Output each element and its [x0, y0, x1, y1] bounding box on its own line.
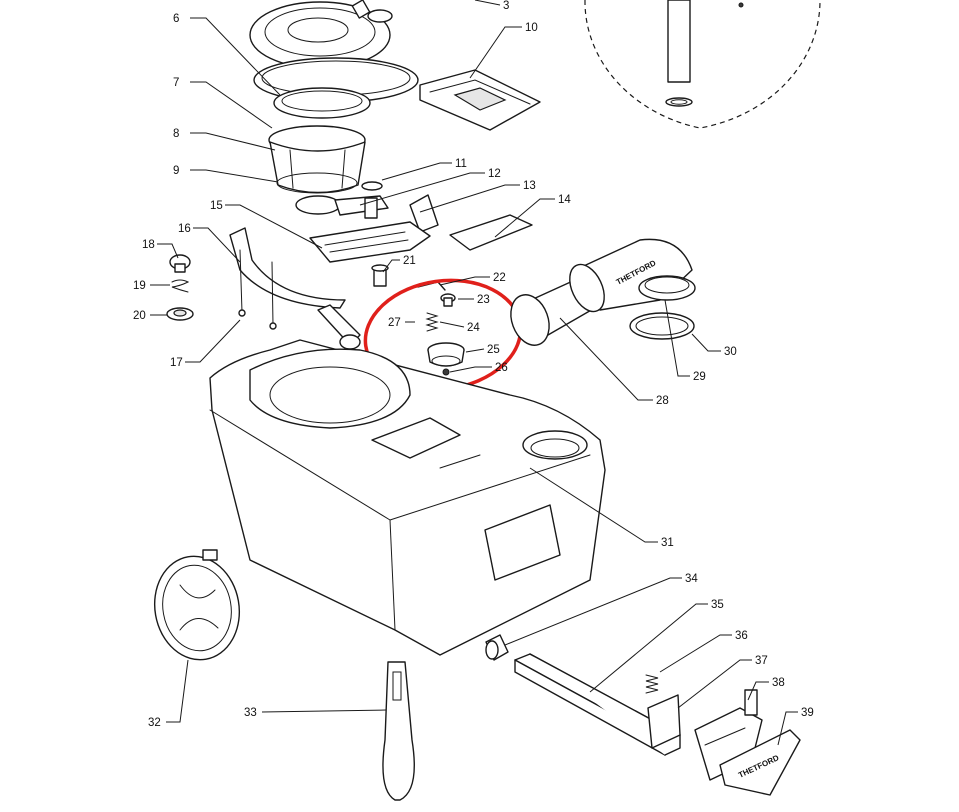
callout-25: 25 [487, 344, 500, 356]
detail-view-circle [584, 0, 821, 129]
leader-18 [157, 243, 179, 259]
callout-34: 34 [685, 573, 698, 585]
leader-15 [225, 204, 323, 249]
callout-24: 24 [467, 322, 480, 334]
callout-21: 21 [403, 255, 416, 267]
callout-labels: 3 6 7 8 9 10 11 12 13 14 15 16 17 18 19 … [133, 0, 814, 729]
leader-17 [185, 319, 241, 363]
leader-35 [589, 603, 708, 693]
callout-26: 26 [495, 362, 508, 374]
leader-30 [691, 333, 721, 352]
leader-28 [559, 317, 653, 401]
callout-7: 7 [173, 77, 179, 89]
callout-36: 36 [735, 630, 748, 642]
spring-part [171, 279, 190, 293]
end-plate-part [647, 694, 681, 749]
callout-15: 15 [210, 200, 223, 212]
valve-part [371, 264, 389, 287]
leader-7 [190, 81, 273, 129]
cover-plate-part: THETFORD [719, 729, 801, 796]
callout-29: 29 [693, 371, 706, 383]
leader-37 [677, 659, 752, 709]
callout-10: 10 [525, 22, 538, 34]
leader-6 [190, 17, 281, 96]
leader-10 [469, 26, 522, 79]
leader-34 [504, 577, 682, 646]
washer-part [166, 307, 194, 321]
callout-31: 31 [661, 537, 674, 549]
leader-36 [659, 634, 732, 673]
callout-3: 3 [503, 0, 509, 12]
bowl-ring-part [268, 125, 366, 194]
callout-23: 23 [477, 294, 490, 306]
callout-27: 27 [388, 317, 401, 329]
leader-25 [465, 348, 485, 353]
callout-18: 18 [142, 239, 155, 251]
callout-32: 32 [148, 717, 161, 729]
callout-30: 30 [724, 346, 737, 358]
callout-38: 38 [772, 677, 785, 689]
callout-22: 22 [493, 272, 506, 284]
top-lid-ring-part [249, 0, 393, 69]
callout-19: 19 [133, 280, 146, 292]
leader-13 [419, 184, 520, 213]
callout-37: 37 [755, 655, 768, 667]
blade-assembly-part [295, 181, 439, 233]
leader-3 [474, 0, 501, 6]
callout-17: 17 [170, 357, 183, 369]
pin-part [442, 368, 450, 376]
leader-22 [439, 276, 490, 286]
control-plate-part [419, 69, 541, 131]
leader-12 [359, 172, 485, 206]
small-cap-part [440, 293, 456, 307]
callout-12: 12 [488, 168, 501, 180]
outlet-pipe-part: THETFORD [510, 238, 696, 346]
leader-26 [449, 366, 492, 373]
pivot-arm-part [317, 304, 361, 350]
callout-8: 8 [173, 128, 179, 140]
rod-spring-part [645, 674, 659, 694]
callout-14: 14 [558, 194, 571, 206]
small-spring-part [425, 312, 439, 332]
leader-24 [439, 321, 465, 328]
callout-20: 20 [133, 310, 146, 322]
callout-35: 35 [711, 599, 724, 611]
callout-6: 6 [173, 13, 179, 25]
leader-29 [664, 299, 690, 377]
callout-13: 13 [523, 180, 536, 192]
seal-collar-part [427, 342, 465, 367]
leader-16 [193, 227, 241, 263]
o-ring-part [629, 312, 695, 340]
callout-28: 28 [656, 395, 669, 407]
leader-21 [382, 259, 400, 273]
lever-plate-part [309, 221, 431, 263]
seal-ring-7-part [273, 87, 371, 119]
slide-rod-part [514, 653, 681, 756]
leader-31 [529, 467, 658, 543]
leader-9 [190, 169, 279, 183]
callout-16: 16 [178, 223, 191, 235]
leader-32 [166, 659, 189, 723]
callout-33: 33 [244, 707, 257, 719]
bracket-part [229, 227, 346, 330]
leader-33 [261, 709, 387, 713]
leader-39 [777, 711, 798, 746]
leader-11 [381, 162, 452, 181]
handle-part [382, 661, 415, 801]
knob-part [169, 254, 191, 273]
leader-8 [190, 132, 276, 151]
leader-38 [747, 681, 769, 701]
wheel-part [153, 549, 241, 661]
leader-14 [494, 198, 555, 238]
cover-part [449, 214, 533, 251]
callout-9: 9 [173, 165, 179, 177]
callout-39: 39 [801, 707, 814, 719]
leader-lines [150, 0, 798, 746]
end-cap-part [485, 634, 509, 661]
callout-11: 11 [455, 158, 467, 170]
main-tank-part [209, 339, 606, 656]
